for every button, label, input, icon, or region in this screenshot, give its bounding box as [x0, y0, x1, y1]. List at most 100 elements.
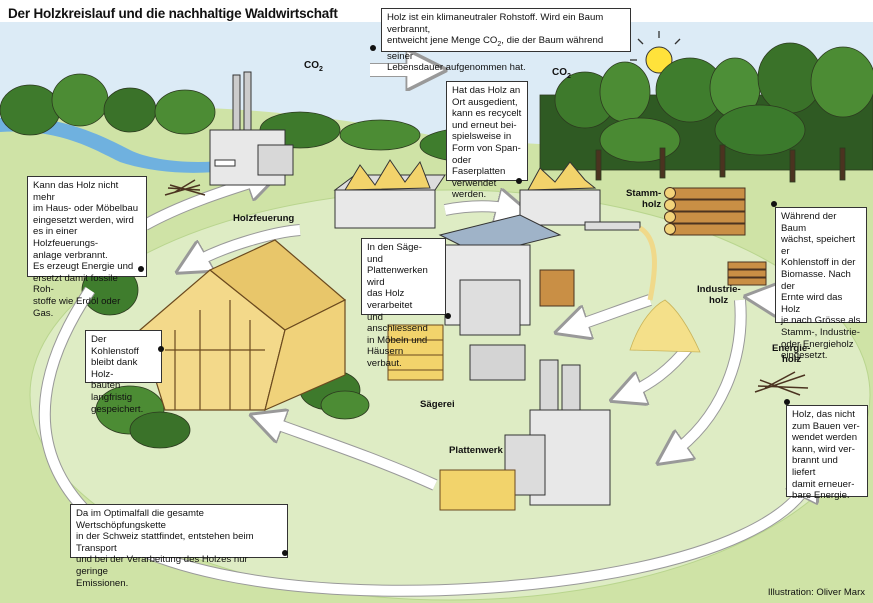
label-line: holz: [642, 199, 662, 210]
box-line: Kann das Holz nicht mehr: [33, 180, 119, 203]
box-line: anlage verbrannt.: [33, 249, 108, 261]
page-title: Der Holzkreislauf und die nachhaltige Wa…: [8, 6, 338, 21]
box-line: eingesetzt.: [781, 350, 828, 362]
box-line: und anschliessend: [367, 311, 428, 335]
label-line: Industrie-: [697, 284, 741, 295]
info-box-kohlenstoff: Der Kohlenstoff bleibt dank Holz- bauten…: [85, 330, 162, 415]
box-line: Der Kohlenstoff: [91, 334, 139, 357]
bushes: [81, 264, 370, 449]
timber-house: [139, 239, 347, 412]
industrieholz-pile: [727, 261, 767, 286]
wood-container: [333, 159, 446, 229]
box-line: und bei der Verarbeitung des Holzes nur …: [76, 554, 248, 577]
lumber-stack: [387, 324, 444, 381]
box-text: entweicht jene Menge CO: [387, 35, 498, 47]
box-line: oder Energieholz: [781, 338, 854, 350]
box-line: Ort ausgedient,: [452, 96, 518, 108]
forest: [539, 42, 873, 183]
box-line: in Möbeln und: [367, 334, 428, 346]
box-line: das Holz verarbeitet: [367, 288, 413, 311]
sawdust-heap: [629, 299, 701, 353]
box-line: Form von Span-: [452, 142, 521, 154]
box-line: Holz ist ein klimaneutraler Rohstoff. Wi…: [387, 12, 604, 35]
info-box-saegewerk: In den Säge- und Plattenwerken wird das …: [361, 238, 446, 369]
box-line: Da im Optimalfall die gesamte Wertschöpf…: [76, 508, 204, 531]
info-box-optimal: Da im Optimalfall die gesamte Wertschöpf…: [70, 504, 288, 589]
box-line: eingesetzt werden, wird: [33, 214, 134, 226]
pointer-dot: [784, 399, 790, 405]
label-energieholz: Energie- holz: [772, 343, 810, 365]
energieholz-pile: [754, 371, 809, 396]
box-line: Es erzeugt Energie und: [33, 261, 134, 273]
pointer-dot: [771, 201, 777, 207]
co2-subscript: 2: [567, 73, 571, 80]
box-line: brannt und liefert: [792, 455, 838, 478]
box-line: Holz, das nicht: [792, 409, 855, 420]
box-line: Lebensdauer aufgenommen hat.: [387, 62, 526, 74]
box-line: verwendet werden.: [452, 177, 497, 201]
pointer-dot: [370, 45, 376, 51]
box-line: Häusern verbaut.: [367, 346, 404, 369]
box-line: in der Schweiz stattfindet, entstehen be…: [76, 531, 254, 554]
pointer-dot: [138, 266, 144, 272]
co2-text: CO: [552, 67, 567, 78]
brushwood-pile: [164, 179, 206, 196]
box-text: , die der Baum während seiner: [387, 35, 604, 62]
box-line: Plattenwerken wird: [367, 265, 428, 288]
box-line: gespeichert.: [91, 403, 144, 415]
box-line: bare Energie.: [792, 490, 850, 502]
info-box-energie: Kann das Holz nicht mehr im Haus- oder M…: [27, 176, 147, 319]
plattenwerk-building: [439, 359, 611, 511]
box-line: und erneut bei-: [452, 119, 517, 131]
box-line: Hat das Holz an: [452, 85, 521, 96]
co2-subscript: 2: [319, 66, 323, 73]
info-box-klima: Holz ist ein klimaneutraler Rohstoff. Wi…: [381, 8, 631, 73]
box-line: Ernte wird das Holz: [781, 292, 843, 315]
label-line: Stamm-: [626, 188, 662, 199]
box-line: je nach Grösse als: [781, 315, 861, 327]
box-line: damit erneuer-: [792, 478, 855, 490]
box-line: oder Faserplatten: [452, 154, 506, 178]
label-line: holz: [782, 354, 802, 365]
stammholz-pile: [664, 187, 746, 236]
box-line: Stamm-, Industrie-: [781, 326, 860, 338]
box-line: ersetzt damit fossile Roh-: [33, 272, 118, 296]
illustration-credit: Illustration: Oliver Marx: [767, 587, 865, 598]
pointer-dot: [282, 550, 288, 556]
label-plattenwerk: Plattenwerk: [449, 445, 503, 456]
river: [0, 117, 235, 173]
box-line: entweicht jene Menge CO2, die der Baum w…: [387, 35, 625, 62]
co2-text: CO: [304, 60, 319, 71]
box-line: wendet werden: [792, 432, 858, 444]
info-box-energieholz: Holz, das nicht zum Bauen ver- wendet we…: [786, 405, 868, 501]
box-line: es in einer Holzfeuerungs-: [33, 226, 99, 249]
box-line: Emissionen.: [76, 577, 129, 589]
box-subscript: 2: [497, 41, 502, 49]
label-stammholz: Stamm- holz: [626, 188, 661, 210]
box-line: spielsweise in: [452, 131, 512, 143]
box-line: im Haus- oder Möbelbau: [33, 203, 139, 215]
box-line: zum Bauen ver-: [792, 420, 860, 432]
box-line: Kohlenstoff in der: [781, 257, 856, 269]
box-line: Während der Baum: [781, 211, 837, 234]
recycling-container: [519, 161, 641, 231]
box-line: In den Säge- und: [367, 242, 422, 265]
label-holzfeuerung: Holzfeuerung: [233, 213, 295, 224]
box-line: wächst, speichert er: [781, 234, 856, 257]
label-line: holz: [709, 295, 729, 306]
sawdust-stream: [638, 225, 657, 301]
saegerei-building: [438, 214, 575, 381]
box-line: bleibt dank Holz-: [91, 357, 138, 380]
box-line: Biomasse. Nach der: [781, 268, 851, 292]
info-box-recycling: Hat das Holz an Ort ausgedient, kann es …: [446, 81, 528, 200]
pointer-dot: [445, 313, 451, 319]
pointer-dot: [158, 346, 164, 352]
co2-label-forest: CO2: [552, 67, 571, 80]
holzfeuerung-plant: [209, 71, 294, 186]
box-line: kann, wird ver-: [792, 443, 855, 455]
label-line: Energie-: [772, 343, 811, 354]
box-line: stoffe wie Erdöl oder Gas.: [33, 295, 121, 319]
box-line: kann es recycelt: [452, 108, 522, 120]
